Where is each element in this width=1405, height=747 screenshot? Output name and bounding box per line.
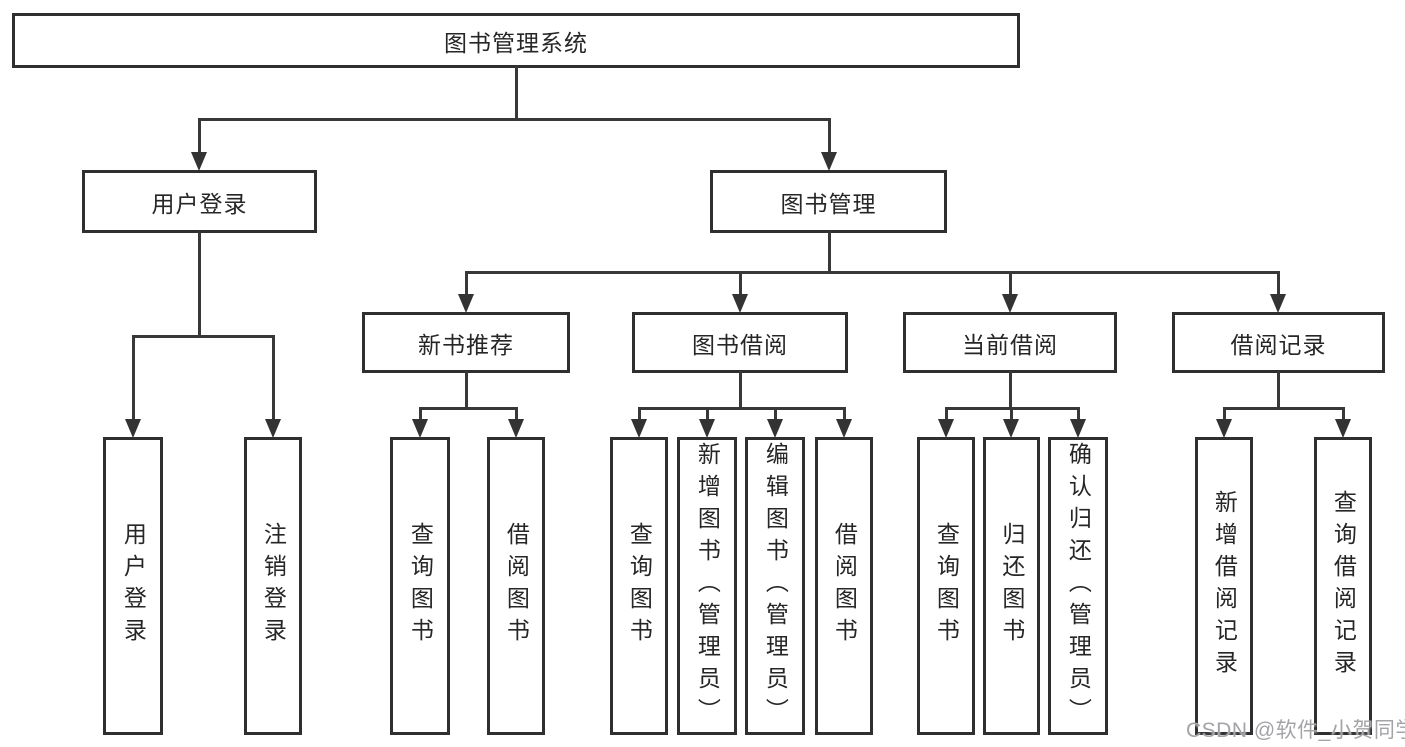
node-borrowing-edit-books-admin: 编辑图书（管理员） (745, 437, 805, 735)
arrowhead-down-icon (1335, 419, 1351, 438)
arrowhead-down-icon (1070, 419, 1086, 438)
connector-vline (945, 407, 948, 421)
node-root-library-system: 图书管理系统 (12, 13, 1020, 68)
arrowhead-down-icon (265, 419, 281, 438)
csdn-watermark: CSDN @软件_小贺同学 (1186, 719, 1405, 742)
connector-vline (739, 371, 742, 409)
node-new-book-recommend-label: 新书推荐 (418, 331, 514, 358)
node-user-login: 用户登录 (82, 170, 317, 233)
connector-hline (1223, 407, 1344, 410)
node-newbook-borrow-books: 借阅图书 (487, 437, 545, 735)
connector-vline (1077, 407, 1080, 421)
connector-vline (515, 66, 518, 119)
connector-vline (706, 407, 709, 421)
connector-vline (843, 407, 846, 421)
connector-hline (198, 118, 831, 121)
node-leaf-user-login: 用户登录 (103, 437, 163, 735)
connector-vline (132, 335, 135, 419)
connector-hline (419, 407, 518, 410)
node-book-management: 图书管理 (710, 170, 947, 233)
arrowhead-down-icon (821, 152, 837, 171)
node-current-query-books: 查询图书 (917, 437, 975, 735)
connector-vline (774, 407, 777, 421)
arrowhead-down-icon (1270, 294, 1286, 313)
arrowhead-down-icon (1003, 419, 1019, 438)
node-borrowing-borrow-books: 借阅图书 (815, 437, 873, 735)
arrowhead-down-icon (938, 419, 954, 438)
node-new-book-recommend: 新书推荐 (362, 312, 570, 373)
connector-vline (465, 371, 468, 409)
connector-vline (828, 231, 831, 273)
connector-vline (828, 118, 831, 154)
connector-vline (1277, 371, 1280, 409)
node-book-borrowing: 图书借阅 (632, 312, 848, 373)
node-current-borrowing: 当前借阅 (903, 312, 1117, 373)
connector-vline (638, 407, 641, 421)
connector-vline (515, 407, 518, 421)
connector-vline (1009, 271, 1012, 296)
node-user-login-label: 用户登录 (151, 190, 248, 217)
arrowhead-down-icon (508, 419, 524, 438)
node-root-label: 图书管理系统 (444, 29, 588, 56)
arrowhead-down-icon (1002, 294, 1018, 313)
node-newbook-query-books: 查询图书 (390, 437, 450, 735)
node-records-query-borrow-record: 查询借阅记录 (1314, 437, 1372, 735)
connector-vline (465, 271, 468, 296)
node-borrowing-query-books: 查询图书 (610, 437, 668, 735)
node-book-borrowing-label: 图书借阅 (692, 331, 788, 358)
node-book-management-label: 图书管理 (780, 190, 877, 217)
connector-hline (638, 407, 846, 410)
arrowhead-down-icon (458, 294, 474, 313)
node-borrowing-add-books-admin: 新增图书（管理员） (677, 437, 737, 735)
arrowhead-down-icon (732, 294, 748, 313)
connector-vline (1277, 271, 1280, 296)
connector-vline (198, 231, 201, 337)
connector-hline (465, 271, 1280, 274)
arrowhead-down-icon (1216, 419, 1232, 438)
arrowhead-down-icon (412, 419, 428, 438)
connector-vline (1010, 407, 1013, 421)
connector-vline (198, 118, 201, 154)
node-current-borrowing-label: 当前借阅 (962, 331, 1058, 358)
connector-vline (272, 335, 275, 419)
arrowhead-down-icon (767, 419, 783, 438)
arrowhead-down-icon (191, 152, 207, 171)
node-current-confirm-return-admin: 确认归还（管理员） (1048, 437, 1108, 735)
connector-vline (739, 271, 742, 296)
arrowhead-down-icon (836, 419, 852, 438)
node-current-return-books: 归还图书 (983, 437, 1040, 735)
node-borrow-records-label: 借阅记录 (1230, 331, 1327, 358)
connector-vline (1342, 407, 1345, 421)
arrowhead-down-icon (631, 419, 647, 438)
connector-vline (419, 407, 422, 421)
arrowhead-down-icon (699, 419, 715, 438)
node-leaf-logout: 注销登录 (244, 437, 302, 735)
connector-vline (1223, 407, 1226, 421)
node-records-add-borrow-record: 新增借阅记录 (1195, 437, 1253, 735)
connector-hline (132, 335, 274, 338)
node-borrow-records: 借阅记录 (1172, 312, 1385, 373)
connector-vline (1009, 371, 1012, 409)
arrowhead-down-icon (125, 419, 141, 438)
